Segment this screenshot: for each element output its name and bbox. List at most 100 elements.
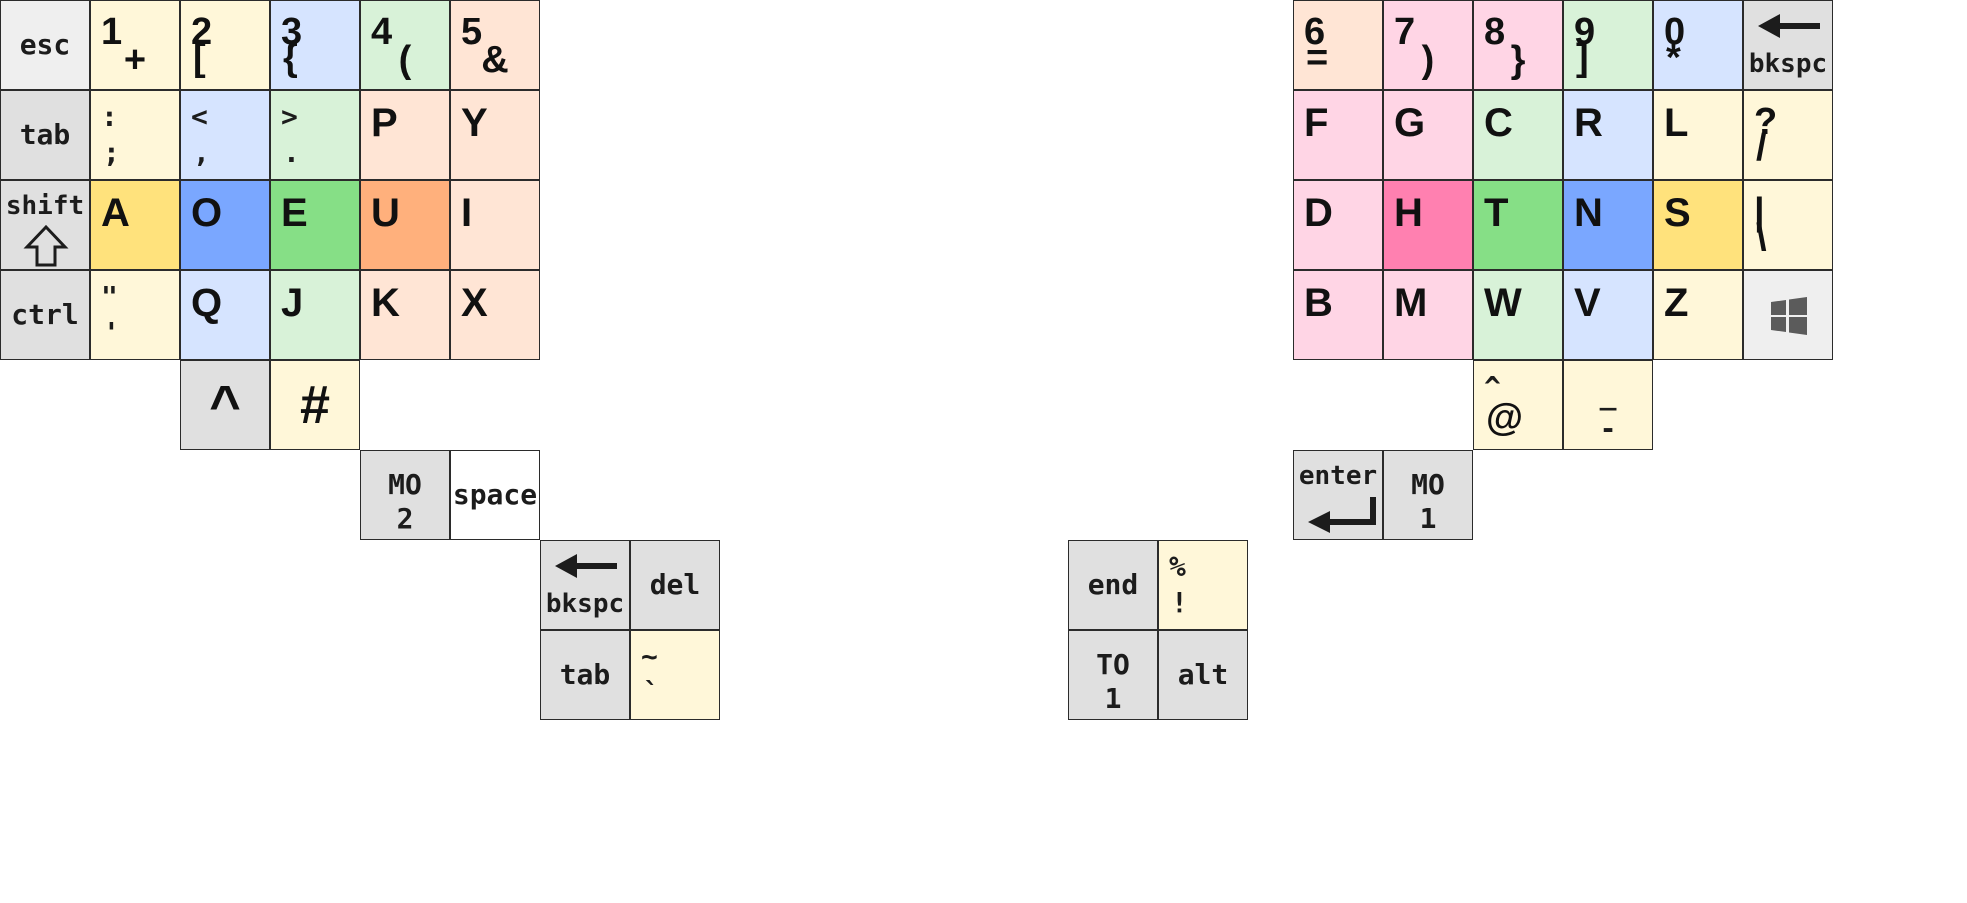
key-y: Y [450,90,540,180]
key-label: 0 [1664,11,1686,53]
key-label: 9 [1574,11,1596,53]
key-label: 4 [371,11,393,53]
key-label: = [1306,37,1329,79]
key-label: H [1394,191,1423,235]
key-label: A [101,191,130,235]
key-7-paren: 7) [1383,0,1473,90]
key-label: TO [1096,648,1130,681]
key-label: L [1664,101,1689,145]
key-quote: "' [90,270,180,360]
key-label: ` [643,676,660,709]
key-n: N [1563,180,1653,270]
key-a: A [90,180,180,270]
key-label: M [1394,281,1428,325]
key-label: I [461,191,473,235]
key-v: V [1563,270,1653,360]
key-label: esc [19,28,71,61]
key-label: / [1756,127,1767,169]
key-backspace: bkspc [1743,0,1833,90]
key-label: - [1599,412,1617,445]
key-t: T [1473,180,1563,270]
key-l: L [1653,90,1743,180]
key-r: R [1563,90,1653,180]
key-o: O [180,180,270,270]
key-label: 3 [281,11,303,53]
key-2-bracket: 2[ [180,0,270,90]
key-0-asterisk: 0* [1653,0,1743,90]
key-label: O [191,191,223,235]
key-label: 5 [461,11,483,53]
key-less-comma: <, [180,90,270,180]
key-end: end [1068,540,1158,630]
key-label: 7 [1394,11,1416,53]
key-label: space [452,478,538,511]
key-label: [ [193,37,206,79]
key-label: 2 [191,11,213,53]
key-label: _ [1599,378,1617,411]
key-label: bkspc [545,589,625,619]
key-label: ^ [209,375,241,435]
key-label: | [1754,191,1765,233]
key-label: ' [103,316,120,349]
key-label: < [191,100,208,133]
key-label: Y [461,101,488,145]
key-label: V [1574,281,1601,325]
key-label: ; [103,136,120,169]
key-3-brace: 3{ [270,0,360,90]
key-5-ampersand: 5& [450,0,540,90]
key-b: B [1293,270,1383,360]
key-tab-thumb: tab [540,630,630,720]
key-4-paren: 4( [360,0,450,90]
key-label: ! [1171,586,1188,619]
key-enter: enter [1293,450,1383,540]
key-c: C [1473,90,1563,180]
key-label: & [481,39,509,81]
key-label: S [1664,191,1691,235]
key-d: D [1293,180,1383,270]
key-del: del [630,540,720,630]
key-tab: tab [0,90,90,180]
key-u: U [360,180,450,270]
key-label: , [193,136,210,169]
key-backspace-thumb: bkspc [540,540,630,630]
key-hash: # [270,360,360,450]
key-label: F [1304,101,1329,145]
key-label: B [1304,281,1333,325]
key-label: Z [1664,281,1689,325]
key-label: G [1394,101,1426,145]
key-label: end [1087,568,1139,601]
key-label: # [299,375,331,435]
key-label: ] [1576,37,1589,79]
key-label: + [123,39,147,81]
key-g: G [1383,90,1473,180]
key-label: ? [1754,101,1778,143]
key-1-plus: 1+ [90,0,180,90]
key-q: Q [180,270,270,360]
key-w: W [1473,270,1563,360]
key-label: . [283,136,300,169]
key-question-slash: ?/ [1743,90,1833,180]
key-label: shift [5,191,85,221]
key-label: MO [1411,468,1445,501]
key-label: > [281,100,298,133]
key-label: ( [398,39,412,81]
key-label: alt [1177,658,1229,691]
key-label: ^ [1484,370,1501,403]
key-label: @ [1486,397,1524,439]
key-label: 1 [1104,682,1122,715]
key-pipe-backslash: |\ [1743,180,1833,270]
key-label: } [1510,39,1526,81]
key-label: bkspc [1748,49,1828,79]
key-label: % [1169,550,1186,583]
key-label: N [1574,191,1603,235]
key-underscore-minus: _- [1563,360,1653,450]
key-label: X [461,281,488,325]
key-windows [1743,270,1833,360]
key-label: enter [1298,461,1378,491]
key-shift: shift [0,180,90,270]
key-label: MO [388,468,422,501]
key-h: H [1383,180,1473,270]
